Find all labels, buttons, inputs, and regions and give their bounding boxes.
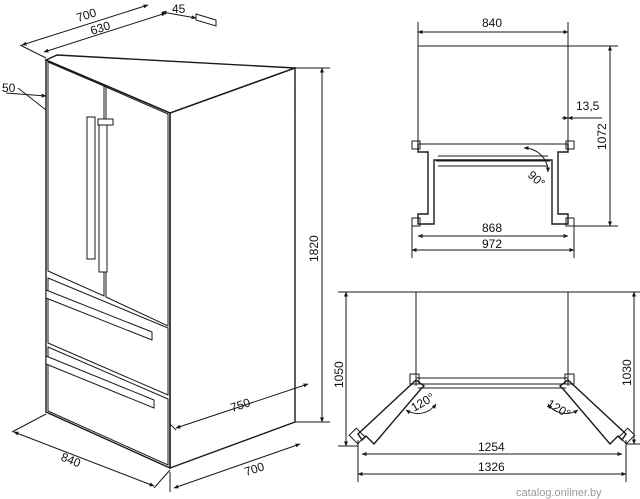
isometric-view: 700 630 45 50 1820 750 840 700 <box>2 2 330 492</box>
dim-50: 50 <box>2 81 16 95</box>
dim-1050: 1050 <box>332 361 346 388</box>
upper-drawer <box>47 277 169 396</box>
dim-868: 868 <box>482 221 502 235</box>
top-view-closed: 840 90° 13,5 1072 868 972 <box>411 16 618 258</box>
cabinet-outline <box>417 45 569 145</box>
dim-1030: 1030 <box>620 359 634 386</box>
dim-972: 972 <box>482 237 502 251</box>
top-view-open: 120° 120° 1050 1030 1254 1326 <box>332 291 640 482</box>
dim-840: 840 <box>59 450 83 471</box>
dim-840-top: 840 <box>482 16 502 30</box>
left-door-handle <box>86 116 96 260</box>
dim-1072: 1072 <box>595 123 609 150</box>
upper-drawer-handle <box>45 289 153 341</box>
dim-1820: 1820 <box>307 235 321 262</box>
lower-drawer <box>47 346 169 466</box>
top-face <box>44 54 296 114</box>
right-door <box>105 86 169 327</box>
angle-120-right: 120° <box>545 396 574 421</box>
angle-120-left: 120° <box>409 390 438 415</box>
left-door <box>47 61 105 297</box>
dim-630: 630 <box>89 18 113 38</box>
dim-700-bottom: 700 <box>243 459 267 479</box>
cabinet-outline-open <box>415 291 569 379</box>
lower-drawer-handle <box>45 355 155 409</box>
angle-90: 90° <box>525 168 548 191</box>
right-door-handle <box>98 121 108 273</box>
watermark: catalog.onliner.by <box>516 487 602 499</box>
dim-750: 750 <box>229 395 253 415</box>
dim-1326: 1326 <box>478 460 505 474</box>
dim-1254: 1254 <box>478 440 505 454</box>
dim-45: 45 <box>172 2 186 16</box>
dim-13-5: 13,5 <box>576 99 600 113</box>
